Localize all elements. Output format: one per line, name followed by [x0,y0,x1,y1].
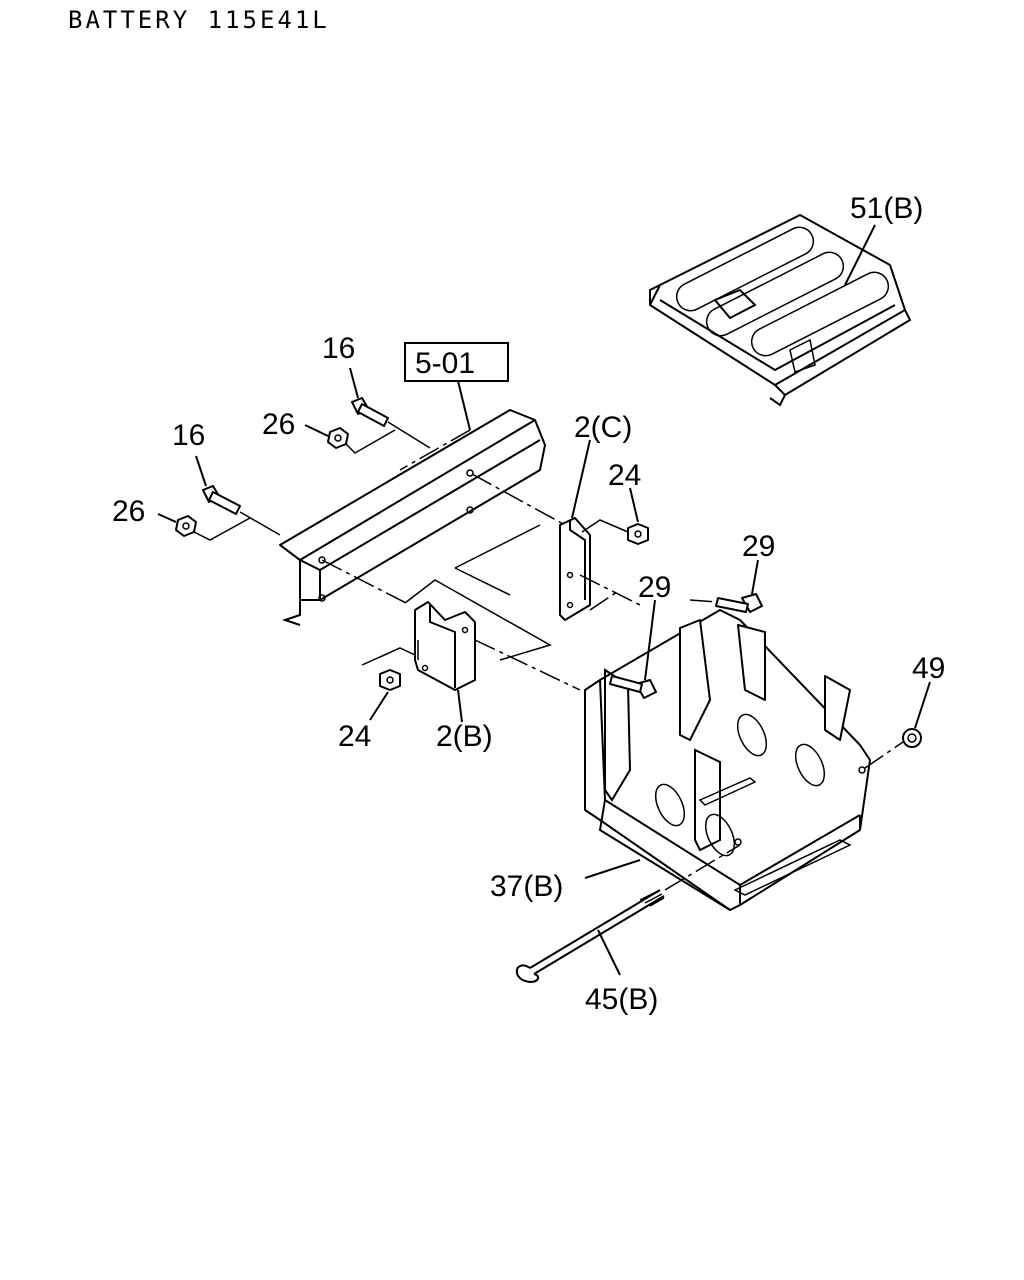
leader-5-01 [457,380,471,431]
leader-49 [914,681,931,729]
leader-16-left [195,455,207,487]
label-2b: 2(B) [436,720,493,753]
nut-24-right [627,523,649,545]
bracket-2b-part [414,601,476,691]
leader-26-upper [304,424,329,437]
label-37b: 37(B) [490,870,563,903]
label-29-right: 29 [742,530,775,563]
centerline-5-01 [399,429,471,471]
centerline-29-right [689,599,719,603]
battery-tray-part [584,609,871,911]
washer-49-part [902,728,922,748]
label-26-upper: 26 [262,408,295,441]
bolt-16-left [202,485,241,515]
outline-2b-plane [404,524,552,661]
nut-24-left [379,669,401,691]
page-title: BATTERY 115E41L [68,6,330,34]
bolt-29-right [715,593,763,613]
leader-2b [457,689,463,723]
leader-2c [571,439,591,519]
bracket-2c-part [559,517,591,621]
label-49: 49 [912,652,945,685]
label-29-mid: 29 [638,571,671,604]
fastener-line-upper [345,421,431,454]
leader-16-upper [349,367,359,399]
label-2c: 2(C) [574,411,632,444]
leader-29-right [751,559,759,595]
fastener-line-24-right [581,519,629,533]
label-45b: 45(B) [585,983,658,1016]
centerline-2b [321,559,581,691]
fastener-line-left [193,511,281,541]
leader-51b [844,224,876,286]
hook-rod-part [515,889,665,984]
ref-5-01-box: 5-01 [404,342,509,382]
label-16-left: 16 [172,419,205,452]
leader-45b [597,929,621,976]
fastener-line-24-left [361,647,416,666]
leader-26-left [157,513,177,523]
label-24-left: 24 [338,720,371,753]
bolt-16-upper [351,397,389,427]
label-24-right: 24 [608,459,641,492]
centerline-49 [864,741,904,769]
leader-37b [584,859,641,879]
centerline-2c [471,473,641,611]
centerline-45b [664,844,741,891]
label-26-left: 26 [112,495,145,528]
nut-26-upper [327,427,349,449]
ref-5-01-label: 5-01 [415,347,475,380]
leader-24-right [629,487,639,523]
battery-cover-part [649,214,912,407]
label-51b: 51(B) [850,192,923,225]
leader-24-left [369,691,389,721]
nut-26-left [175,515,197,537]
leader-29-mid [644,599,656,681]
label-16-upper: 16 [322,332,355,365]
frame-rail-part [279,409,546,626]
bolt-29-mid [609,675,657,699]
